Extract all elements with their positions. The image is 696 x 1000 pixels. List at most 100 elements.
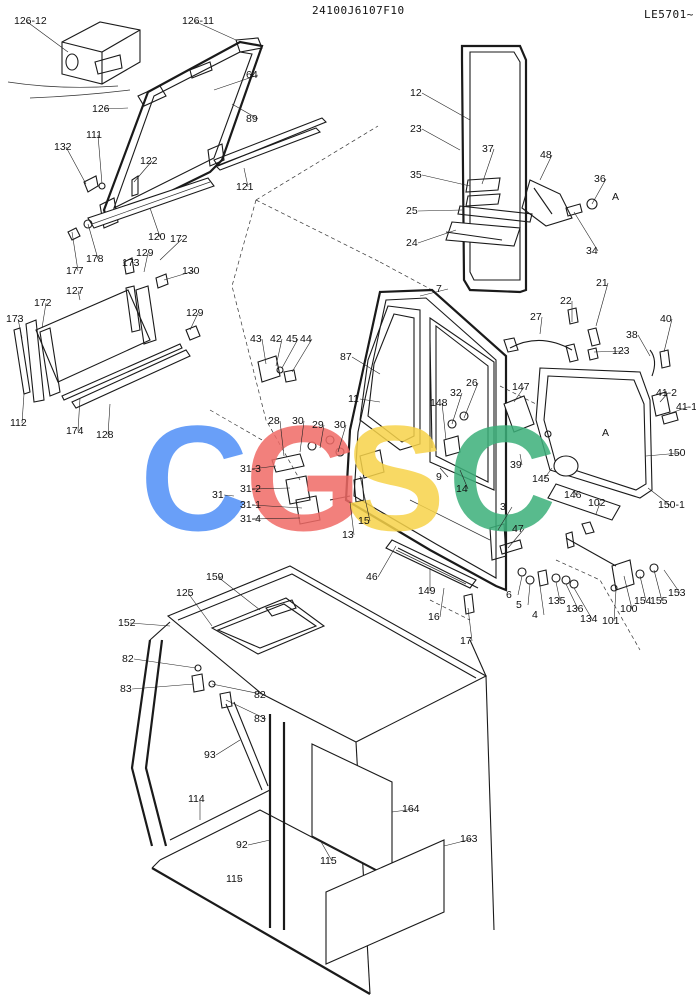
part-label: 149 <box>418 585 436 597</box>
leader-line <box>77 397 81 432</box>
leader-line <box>421 128 461 151</box>
leader-line <box>213 74 259 91</box>
front-glass-assembly <box>13 257 201 409</box>
part-label: 9 <box>436 471 442 483</box>
part-label: 173 <box>6 313 24 325</box>
leader-line <box>391 808 415 813</box>
part-label: 100 <box>620 603 638 615</box>
part-label: 7 <box>436 283 442 295</box>
part-label: 92 <box>236 839 248 851</box>
leader-line <box>623 575 633 610</box>
leader-line <box>539 585 545 616</box>
part-label: 115 <box>320 855 337 867</box>
leader-line <box>279 420 285 457</box>
leader-line <box>163 270 195 281</box>
leader-line <box>513 386 525 403</box>
leader-line <box>131 683 195 690</box>
part-label: 29 <box>312 419 324 431</box>
leader-line <box>243 167 249 188</box>
part-label: 28 <box>268 415 280 427</box>
part-label: 17 <box>460 635 472 647</box>
part-label: 112 <box>10 417 27 429</box>
leader-line <box>107 403 111 436</box>
leader-line <box>25 20 69 53</box>
part-label: 135 <box>548 595 566 607</box>
leader-line <box>637 334 651 357</box>
part-label: 34 <box>586 245 598 257</box>
watermark-letter: C <box>448 394 556 562</box>
leader-line <box>193 20 237 41</box>
leader-line <box>639 575 647 602</box>
leader-line <box>573 211 599 252</box>
part-label: 146 <box>564 489 582 501</box>
part-label: 31-1 <box>240 499 261 511</box>
leader-line <box>663 569 681 594</box>
part-label: 101 <box>602 615 620 627</box>
part-label: 43 <box>250 333 262 345</box>
part-label: 41-1 <box>676 401 696 413</box>
leader-line <box>539 154 553 181</box>
part-label: 129 <box>186 307 204 319</box>
part-label: 32 <box>450 387 462 399</box>
part-label: 41-2 <box>656 387 677 399</box>
leader-line <box>417 209 463 212</box>
door-assembly-7 <box>344 288 535 615</box>
part-label: 159 <box>206 571 224 583</box>
part-label: 14 <box>456 483 468 495</box>
leader-line <box>251 504 303 509</box>
part-label: 25 <box>406 205 418 217</box>
detail-126-12 <box>7 21 141 99</box>
leader-line <box>337 424 347 453</box>
part-label: 22 <box>560 295 572 307</box>
leader-line <box>507 528 525 549</box>
leader-line <box>251 517 301 520</box>
watermark-letter: S <box>345 394 445 562</box>
part-label: 46 <box>366 571 378 583</box>
leader-line <box>225 699 267 720</box>
leader-line <box>215 739 241 756</box>
part-label: 82 <box>122 653 134 665</box>
leader-line <box>613 589 617 622</box>
part-label: 38 <box>626 329 638 341</box>
part-label: 126 <box>92 103 110 115</box>
part-label: 31 <box>212 489 224 501</box>
part-label: 147 <box>512 381 530 393</box>
part-label: 30 <box>292 415 304 427</box>
part-label: 102 <box>588 497 606 509</box>
leader-line <box>459 469 469 490</box>
leader-line <box>159 238 183 261</box>
part-label: 121 <box>236 181 254 193</box>
part-label: 114 <box>188 793 205 805</box>
leader-line <box>451 392 463 425</box>
leader-line <box>87 223 99 260</box>
leader-line <box>275 338 283 367</box>
leader-line <box>97 134 103 185</box>
leader-line <box>439 467 449 478</box>
part-label: 164 <box>402 803 420 815</box>
part-label: 155 <box>650 595 668 607</box>
leader-line <box>543 467 553 480</box>
leader-line <box>319 839 333 862</box>
part-label: 47 <box>512 523 524 535</box>
leader-line <box>659 392 669 403</box>
part-label: 87 <box>340 351 352 363</box>
leader-line <box>565 583 579 610</box>
part-label: 172 <box>170 233 188 245</box>
part-label: 128 <box>96 429 114 441</box>
leader-line <box>71 231 79 272</box>
leader-line <box>667 406 689 415</box>
leader-line <box>481 148 495 185</box>
part-label: 172 <box>34 297 52 309</box>
leader-line <box>419 288 449 297</box>
leader-line <box>351 356 381 375</box>
leader-line <box>593 350 625 353</box>
part-label: 93 <box>204 749 216 761</box>
leader-line <box>517 575 523 596</box>
leader-line <box>421 92 471 121</box>
leader-line <box>647 487 671 506</box>
part-label: 126-11 <box>182 15 214 27</box>
leader-line <box>17 318 23 339</box>
part-label: 31-2 <box>240 483 261 495</box>
rear-panel-150 <box>503 307 679 521</box>
